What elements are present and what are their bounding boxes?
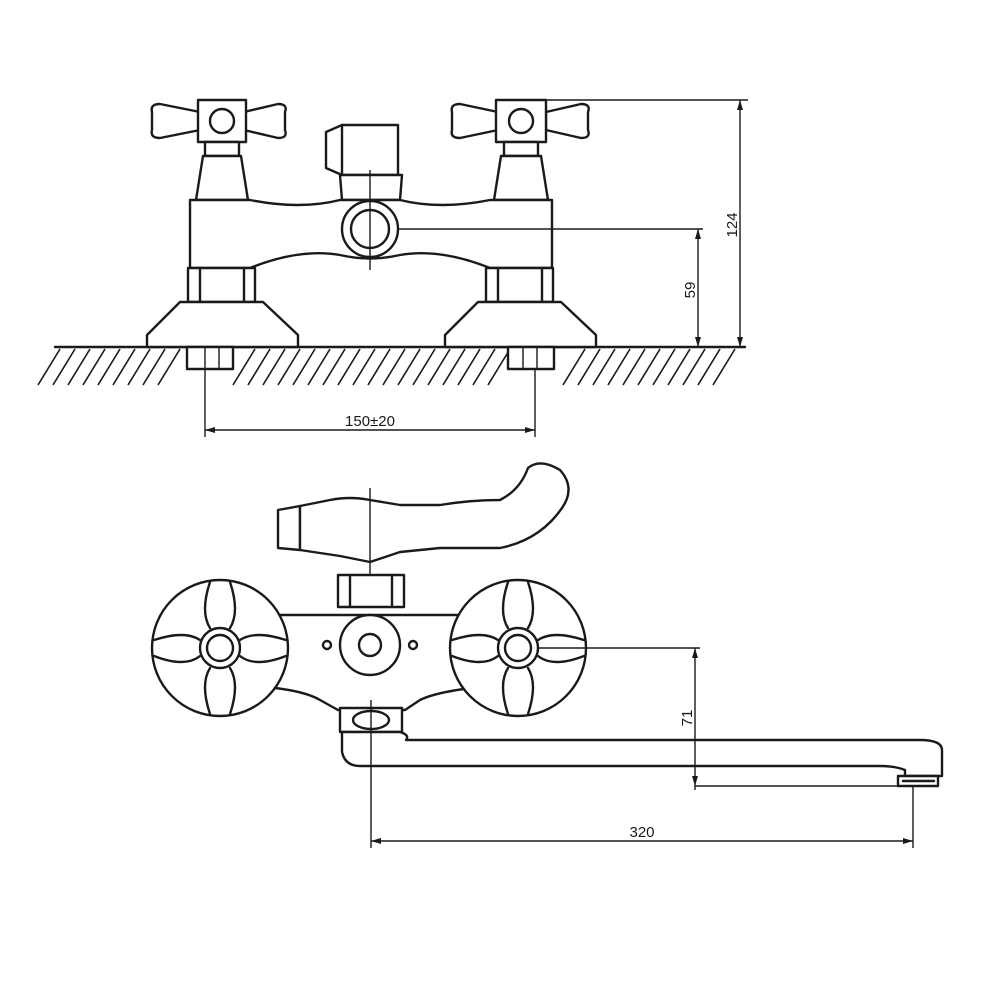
dimension-outlet-height: 59 <box>398 228 703 347</box>
hatch-line <box>142 348 166 386</box>
hatch-line <box>652 348 676 386</box>
dimension-spout-length: 320 <box>370 700 914 848</box>
dimension-label-320: 320 <box>629 824 654 841</box>
right-cross-handle <box>450 98 590 202</box>
hatch-line <box>97 348 121 386</box>
hatch-line <box>472 348 496 386</box>
mixer-body <box>188 170 554 270</box>
hatch-line <box>337 348 361 386</box>
hatch-line <box>247 348 271 386</box>
hatch-line <box>577 348 601 386</box>
hatch-line <box>127 348 151 386</box>
dimension-label-150: 150±20 <box>345 413 395 430</box>
dimension-label-124: 124 <box>724 212 741 237</box>
dimension-label-71: 71 <box>679 710 696 727</box>
plan-view: 71 320 <box>150 462 944 848</box>
hatch-line <box>712 348 736 386</box>
hatch-line <box>697 348 721 386</box>
hatch-line <box>262 348 286 386</box>
left-round-handle <box>150 578 290 718</box>
hatch-line <box>592 348 616 386</box>
hatch-line <box>37 348 61 386</box>
hatch-line <box>307 348 331 386</box>
hatch-line <box>637 348 661 386</box>
hatch-line <box>412 348 436 386</box>
hatch-line <box>352 348 376 386</box>
spout <box>338 706 944 788</box>
hatch-line <box>52 348 76 386</box>
hatch-line <box>367 348 391 386</box>
dimension-label-59: 59 <box>682 282 699 299</box>
hatch-line <box>382 348 406 386</box>
hatch-line <box>157 348 181 386</box>
hatch-line <box>607 348 631 386</box>
hatch-line <box>82 348 106 386</box>
hatch-line <box>67 348 91 386</box>
hatch-line <box>277 348 301 386</box>
left-cross-handle <box>150 98 287 202</box>
hatch-line <box>457 348 481 386</box>
front-elevation-view: 124 59 150±20 <box>37 98 748 437</box>
hatch-line <box>667 348 691 386</box>
right-eccentric-fitting <box>443 266 598 371</box>
hatch-line <box>442 348 466 386</box>
hatch-line <box>622 348 646 386</box>
hatch-line <box>562 348 586 386</box>
hatch-line <box>232 348 256 386</box>
wall-hatch <box>37 345 747 386</box>
hatch-line <box>487 348 511 386</box>
diverter-lever <box>276 462 570 609</box>
diverter-knob <box>324 123 404 202</box>
hatch-line <box>292 348 316 386</box>
plan-diverter-cap <box>338 613 402 677</box>
dimension-spout-drop: 71 <box>538 647 900 790</box>
dimension-total-height: 124 <box>546 99 748 347</box>
hatch-line <box>427 348 451 386</box>
left-eccentric-fitting <box>145 266 300 371</box>
hatch-line <box>112 348 136 386</box>
hatch-line <box>682 348 706 386</box>
dimension-center-spacing: 150±20 <box>204 369 536 437</box>
hatch-line <box>397 348 421 386</box>
hatch-line <box>322 348 346 386</box>
